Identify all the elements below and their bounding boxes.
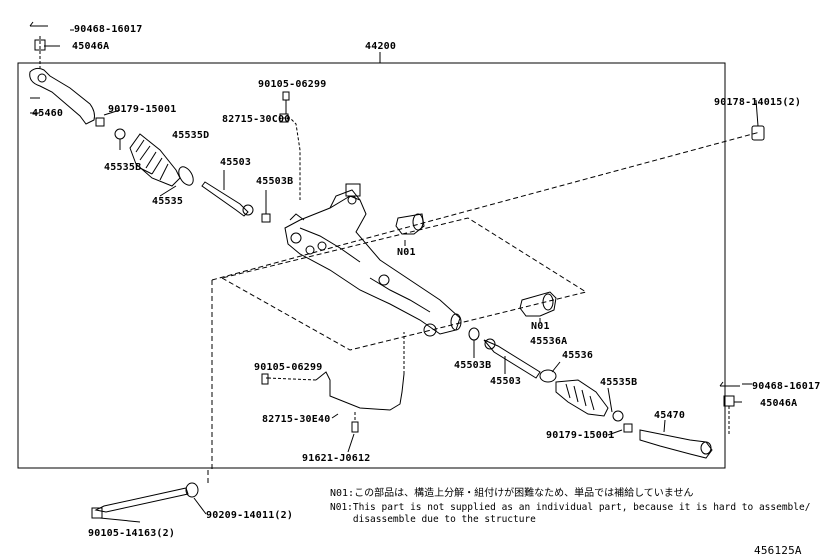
label-45470: 45470	[654, 410, 686, 421]
label-90105-mid: 90105-06299	[254, 362, 323, 373]
label-n01-upper: N01	[397, 247, 416, 258]
clip-right	[612, 410, 624, 422]
label-90179-left: 90179-15001	[108, 104, 177, 115]
clamp-45535d	[178, 166, 194, 186]
figure-id: 456125A	[754, 544, 802, 557]
clamp-45536a	[539, 369, 557, 383]
bolt-90105-top	[282, 91, 290, 101]
washer-45503b-right	[468, 327, 480, 341]
nut-90179-right	[623, 423, 633, 433]
boot-left	[129, 133, 181, 187]
label-45503b-right: 45503B	[454, 360, 492, 371]
gear-housing	[284, 195, 461, 335]
label-90468-right: 90468-16017	[752, 381, 820, 392]
label-45535d: 45535D	[172, 130, 210, 141]
label-45535b-right: 45535B	[600, 377, 638, 388]
pipe-82715-30c00	[282, 117, 301, 200]
label-45503-left: 45503	[220, 157, 252, 168]
label-45535b-left: 45535B	[104, 162, 142, 173]
label-45503b-left: 45503B	[256, 176, 294, 187]
bolt-91621	[351, 421, 359, 433]
label-n01-lower: N01	[531, 321, 550, 332]
label-90209: 90209-14011(2)	[206, 510, 294, 521]
label-45535: 45535	[152, 196, 184, 207]
label-82715-30c00: 82715-30C00	[222, 114, 291, 125]
label-45536a: 45536A	[530, 336, 568, 347]
clip-left	[114, 128, 126, 140]
note-en-line2: disassemble due to the structure	[330, 514, 536, 525]
boot-right	[555, 379, 609, 417]
label-90105-top: 90105-06299	[258, 79, 327, 90]
note-jp: N01:この部品は、構造上分解・組付けが困難なため、単品では補給していません	[330, 488, 694, 499]
label-assembly: 44200	[365, 41, 397, 52]
label-90105-14163: 90105-14163(2)	[88, 528, 176, 539]
nut-45046a-top	[34, 39, 46, 51]
label-45503-right: 45503	[490, 376, 522, 387]
bushing-n01-upper	[395, 213, 425, 235]
label-91621: 91621-J0612	[302, 453, 371, 464]
inner-tie-rod-right	[483, 339, 541, 379]
valve-top	[345, 183, 361, 197]
tie-rod-end-left	[29, 67, 95, 125]
label-90179-right: 90179-15001	[546, 430, 615, 441]
washer-90209	[185, 482, 199, 498]
cotter-pin-right	[719, 381, 740, 387]
note-en-line1: N01:This part is not supplied as an indi…	[330, 502, 811, 513]
bushing-90178	[751, 125, 765, 141]
pipe-82715-30e40	[315, 371, 405, 411]
label-45046a-top: 45046A	[72, 41, 110, 52]
label-90468-top: 90468-16017	[74, 24, 143, 35]
bushing-n01-lower	[519, 291, 557, 317]
label-90178: 90178-14015(2)	[714, 97, 802, 108]
nut-90179-left	[95, 117, 105, 127]
inner-tie-rod-left	[201, 181, 249, 217]
washer-45503b-left	[261, 213, 271, 223]
label-45536: 45536	[562, 350, 594, 361]
assembly-frame	[17, 62, 726, 469]
cotter-pin-top	[29, 21, 48, 27]
bolt-90105-14163	[94, 487, 189, 513]
label-82715-30e40: 82715-30E40	[262, 414, 331, 425]
tie-rod-end-right	[639, 429, 713, 459]
label-45460: 45460	[32, 108, 64, 119]
label-45046a-right: 45046A	[760, 398, 798, 409]
